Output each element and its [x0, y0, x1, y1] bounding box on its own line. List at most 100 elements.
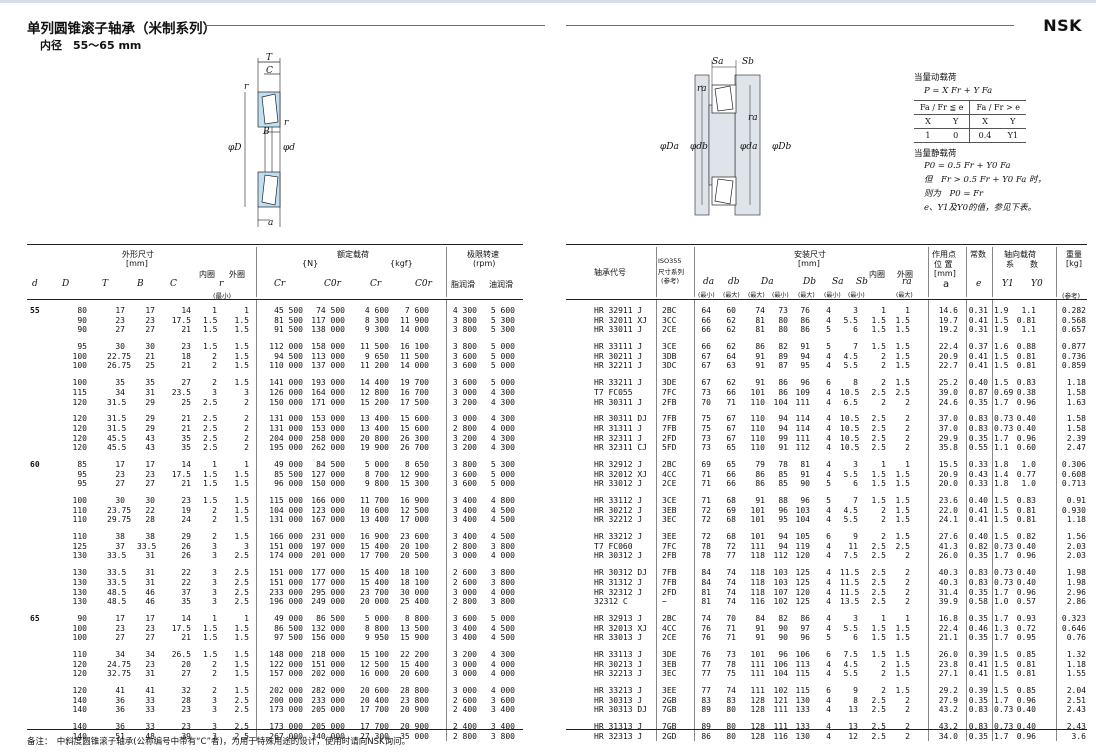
cell-Da-min: 95: [778, 515, 788, 525]
cell-cr-kgf: 9 800: [364, 479, 389, 489]
cell-db: 68: [726, 515, 736, 525]
cell-Da-max: 128: [750, 731, 765, 741]
cell-e: 0.58: [968, 597, 988, 607]
cell-D: 130: [72, 568, 87, 578]
cell-mass: 0.306: [1061, 459, 1086, 469]
cell-r-inner: 3: [212, 722, 217, 732]
cell-e: 0.41: [968, 659, 988, 669]
cell-db: 66: [726, 387, 736, 397]
cell-da: 67: [701, 378, 711, 388]
cell-r-inner: 3: [212, 577, 217, 587]
cell-da: 75: [701, 414, 711, 424]
cell-da: 72: [701, 515, 711, 525]
cell-code: HR 33011 J: [594, 325, 643, 335]
cell-ra-outer: 2: [905, 597, 910, 607]
cell-Y0: 0.96: [1016, 587, 1036, 597]
hdr-oil: 油润滑: [489, 280, 513, 289]
cell-Y1: 0.73: [994, 705, 1014, 715]
cell-e: 0.37: [968, 342, 988, 352]
cell-speed-oil: 5 300: [490, 325, 515, 335]
cell-cr-kgf: 20 400: [360, 695, 389, 705]
cell-D: 140: [72, 695, 87, 705]
cell-e: 0.46: [968, 623, 988, 633]
cell-cr-n: 195 000: [269, 443, 303, 453]
cell-cr-n: 204 000: [269, 433, 303, 443]
cell-ra-outer: 2: [905, 397, 910, 407]
cell-Sb: 3: [853, 613, 858, 623]
cell-c0r-kgf: 28 800: [400, 686, 429, 695]
cell-Da-min: 80: [778, 325, 788, 335]
cell-db: 80: [726, 731, 736, 741]
cell-speed-grease: 3 600: [452, 378, 477, 388]
cell-speed-grease: 3 400: [452, 496, 477, 505]
cell-db: 75: [726, 669, 736, 679]
cell-Sa: 4: [826, 306, 831, 315]
cell-B: 17: [145, 306, 155, 315]
cell-Db: 113: [795, 659, 810, 669]
cell-C: 26: [181, 541, 191, 551]
cell-Sa: 4: [826, 397, 831, 407]
cell-speed-grease: 2 600: [452, 695, 477, 705]
cell-Da-max: 86: [755, 469, 765, 479]
cell-iso: 7GB: [662, 705, 677, 715]
hdr-e: e: [976, 279, 982, 289]
cell-ra-outer: 1.5: [895, 378, 910, 388]
cell-Da-min: 94: [778, 423, 788, 433]
hdr-r: r: [219, 279, 224, 289]
bore-diameter-cell: 55: [30, 306, 40, 315]
cell-r-inner: 1.5: [203, 325, 218, 335]
cell-code: HR 32912 J: [594, 459, 643, 469]
cell-Y1: 1.7: [994, 695, 1009, 705]
cell-Da-max: 118: [750, 587, 765, 597]
cell-speed-grease: 3 800: [452, 342, 477, 352]
cell-c0r-n: 295 000: [311, 587, 345, 597]
hdr-a: a: [943, 279, 950, 290]
hdr-max3: (最大): [798, 292, 815, 299]
cell-Sa: 4: [826, 433, 831, 443]
cell-db: 74: [726, 686, 736, 695]
cell-T: 33.5: [107, 568, 127, 578]
cell-C: 17.5: [171, 469, 191, 479]
cell-B: 21: [145, 351, 155, 361]
cell-Sa: 5: [826, 325, 831, 335]
cell-r-inner: 1.5: [203, 315, 218, 325]
hdr-mass: 重量: [1066, 250, 1082, 259]
cell-ra-outer: 1: [905, 613, 910, 623]
cell-speed-grease: 3 400: [452, 633, 477, 643]
cell-r-outer: 3: [244, 387, 249, 397]
cell-ra-outer: 1.5: [895, 659, 910, 669]
cell-da: 81: [701, 587, 711, 597]
cell-T: 31.5: [107, 397, 127, 407]
cell-e: 0.35: [968, 551, 988, 561]
cell-speed-oil: 4 800: [490, 496, 515, 505]
cell-code: HR 31313 J: [594, 722, 643, 732]
bore-range: 内径 55～65 mm: [40, 39, 142, 52]
h-x1: X: [914, 114, 942, 129]
hdr-min3: (最小): [824, 292, 841, 299]
cell-db: 67: [726, 433, 736, 443]
cell-D: 90: [77, 613, 87, 623]
hdr-ra: ra: [902, 277, 912, 287]
cell-speed-grease: 3 600: [452, 479, 477, 489]
cell-D: 140: [72, 731, 87, 741]
cell-ra-inner: 2: [881, 659, 886, 669]
cell-Y1: 0.69: [994, 387, 1014, 397]
cell-speed-grease: 3 200: [452, 397, 477, 407]
cell-c0r-n: 150 000: [311, 479, 345, 489]
cell-Da-min: 94: [778, 414, 788, 424]
cell-Da-max: 91: [755, 361, 765, 371]
fig-label-r2: r: [284, 118, 289, 128]
cell-Da-min: 89: [778, 351, 788, 361]
cell-ra-inner: 2.5: [871, 551, 886, 561]
cell-a: 23.8: [938, 659, 958, 669]
hdr-min2: (最小): [772, 292, 789, 299]
cell-cr-n: 196 000: [269, 597, 303, 607]
cell-cr-kgf: 15 400: [360, 568, 389, 578]
cell-Da-max: 86: [755, 479, 765, 489]
